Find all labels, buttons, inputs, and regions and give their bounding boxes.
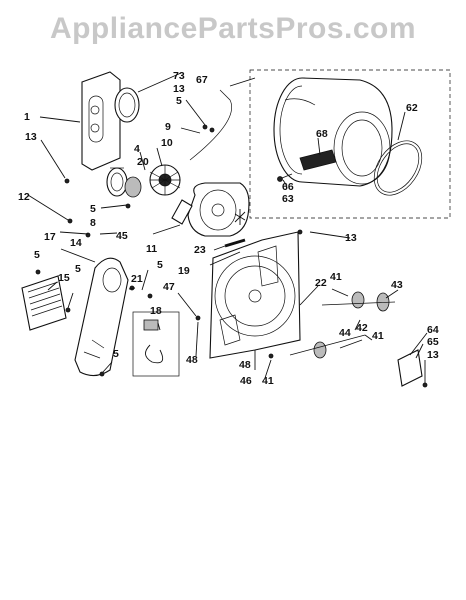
thermostat-box: [132, 311, 180, 377]
front-bulkhead: [81, 71, 121, 171]
label-5-center: 5: [157, 259, 163, 271]
label-5-left: 5: [34, 249, 40, 261]
motor: [171, 182, 250, 237]
roller-shaft-left: [289, 334, 366, 356]
leader-lines: [27, 72, 428, 383]
label-48-left: 48: [186, 354, 198, 366]
label-46: 46: [240, 375, 252, 387]
label-41-mid: 41: [372, 330, 384, 342]
label-13-mid: 13: [345, 232, 357, 244]
label-63: 63: [282, 193, 294, 205]
label-43: 43: [391, 279, 403, 291]
label-41-top: 41: [330, 271, 342, 283]
label-45: 45: [116, 230, 128, 242]
drum-group-box: [249, 69, 451, 219]
rear-bulkhead: [209, 231, 301, 359]
motor-wire: [189, 89, 232, 161]
bulkhead-seal: [114, 87, 140, 123]
label-68: 68: [316, 128, 328, 140]
label-13-left: 13: [25, 131, 37, 143]
label-5-mid: 5: [90, 203, 96, 215]
label-13-right: 13: [427, 349, 439, 361]
part-labels: 1 13 73 13 67 5 9 10 4 20 12 5 8 45 17 1…: [18, 70, 439, 387]
idler-bracket: [397, 349, 423, 387]
label-64: 64: [427, 324, 439, 336]
label-67: 67: [196, 74, 208, 86]
label-11: 11: [146, 243, 157, 255]
label-19: 19: [178, 265, 190, 277]
pulley: [124, 176, 142, 198]
label-9: 9: [165, 121, 171, 133]
blower-wheel: [149, 164, 181, 196]
label-14: 14: [70, 237, 82, 249]
label-47: 47: [163, 281, 175, 293]
drum-seal: [373, 140, 423, 196]
drum: [273, 77, 393, 187]
label-10: 10: [161, 137, 173, 149]
heater-duct: [74, 257, 129, 377]
motor-pulley-star: [234, 209, 246, 225]
label-8: 8: [90, 217, 96, 229]
label-21: 21: [131, 273, 143, 285]
label-15: 15: [58, 272, 70, 284]
drum-baffle: [299, 149, 337, 171]
label-41-bottom: 41: [262, 375, 274, 387]
label-12: 12: [18, 191, 30, 203]
support-roller-left: [313, 341, 327, 359]
label-4: 4: [134, 143, 140, 155]
drum-screw: [277, 173, 293, 182]
label-42: 42: [356, 322, 368, 334]
support-roller-right: [351, 291, 365, 309]
label-44: 44: [339, 327, 351, 339]
label-13-top: 13: [173, 83, 185, 95]
label-48-bottom: 48: [239, 359, 251, 371]
label-5-top: 5: [176, 95, 182, 107]
label-62: 62: [406, 102, 418, 114]
label-1: 1: [24, 111, 30, 123]
label-5-left2: 5: [75, 263, 81, 275]
belt: [224, 238, 246, 248]
label-20: 20: [137, 156, 149, 168]
label-65: 65: [427, 336, 439, 348]
watermark: AppliancePartsPros.com: [49, 12, 417, 45]
label-73: 73: [173, 70, 185, 82]
label-66: 66: [282, 181, 294, 193]
label-17: 17: [44, 231, 56, 243]
roller-shaft-right: [321, 301, 396, 306]
label-5-bottom: 5: [113, 348, 119, 360]
lint-filter-housing: [21, 275, 67, 331]
label-22: 22: [315, 277, 327, 289]
label-23: 23: [194, 244, 206, 256]
label-18: 18: [150, 305, 162, 317]
blower-housing: [106, 167, 128, 197]
